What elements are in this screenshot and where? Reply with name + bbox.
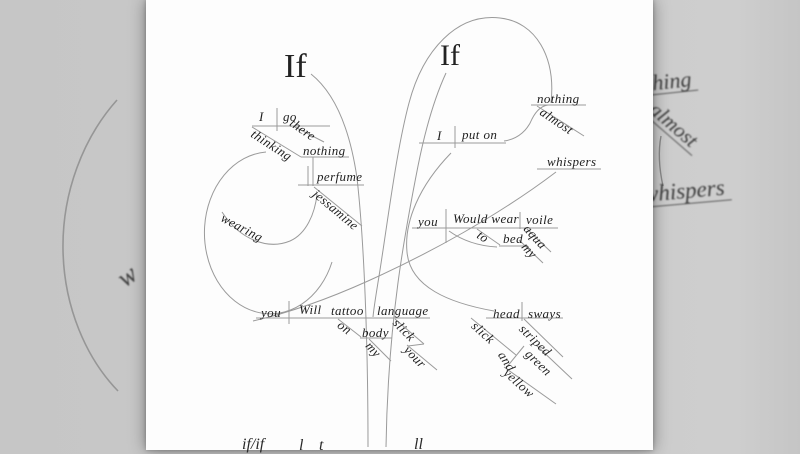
word-s4-subject: you	[261, 305, 281, 320]
word-s2-verb: put on	[462, 127, 498, 142]
word-s1-participle: thinking	[248, 126, 295, 164]
word-s5-verb: sways	[528, 306, 562, 321]
word-s1-verb: go	[283, 109, 297, 124]
word-if-left: If	[284, 48, 307, 85]
word-s1-noun: perfume	[317, 169, 363, 184]
word-s4-preposition: on	[334, 317, 355, 338]
word-s5-modifier1: slick	[468, 318, 498, 347]
word-s3-object: voile	[526, 212, 554, 227]
caption-fragment-2: l	[299, 437, 304, 454]
word-s4-modifier1: my	[362, 338, 385, 361]
word-if-right: If	[440, 39, 460, 72]
word-s2-modifier: almost	[537, 104, 577, 138]
word-s3-prep-object: bed	[503, 231, 523, 246]
word-s1-object: nothing	[303, 143, 346, 158]
word-s4-object: language	[377, 303, 429, 318]
word-s2-object: nothing	[537, 91, 580, 106]
word-s2-subject: I	[437, 128, 442, 143]
caption-fragment-4: ll	[414, 436, 423, 453]
word-s3-verb: Would wear	[453, 211, 519, 226]
word-s3-subject: you	[418, 214, 438, 229]
word-s4-modifier2: slick	[389, 315, 419, 345]
word-s4-prep-object: body	[362, 325, 389, 340]
word-s4-verb2: tattoo	[331, 303, 364, 318]
word-s1-subject: I	[259, 109, 264, 124]
word-s4-verb1: Will	[299, 302, 322, 317]
word-s5-modifier4: yellow	[500, 365, 538, 401]
caption-fragment-1: if/if	[242, 436, 265, 453]
word-s2-verb2: whispers	[547, 154, 597, 169]
word-s3-preposition: to	[474, 227, 492, 246]
word-s1-adverb: there	[286, 115, 319, 144]
word-s4-modifier3: your	[400, 342, 430, 372]
word-s5-subject: head	[493, 306, 520, 321]
caption-fragment-3: t	[319, 437, 324, 454]
word-s1-modifier: jessamine	[310, 186, 362, 233]
word-s1-participle2: wearing	[218, 210, 266, 245]
